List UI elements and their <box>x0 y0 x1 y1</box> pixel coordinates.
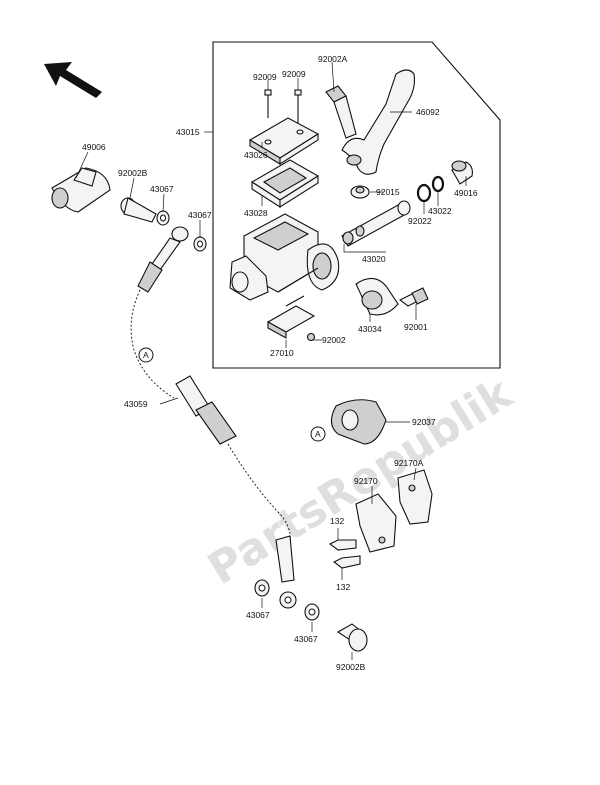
sight-glass-plate <box>266 295 316 339</box>
bolt-132-lower <box>332 555 361 569</box>
label-43034: 43034 <box>358 324 382 334</box>
label-43067-a: 43067 <box>150 184 174 194</box>
washer-43067-b <box>193 236 207 252</box>
hose-middle-fitting <box>175 375 237 445</box>
assembly-frame <box>212 41 501 369</box>
bracket-92170A <box>397 469 433 525</box>
screw-92009-left <box>264 89 272 118</box>
label-92009-left: 92009 <box>253 72 277 82</box>
bolt-132-upper <box>328 539 357 551</box>
label-43020: 43020 <box>362 254 386 264</box>
label-92037: 92037 <box>412 417 436 427</box>
label-43067-b: 43067 <box>188 210 212 220</box>
label-92022: 92022 <box>408 216 432 226</box>
label-43028: 43028 <box>244 208 268 218</box>
reservoir-cap <box>248 117 320 165</box>
hose-upper-fitting <box>137 226 189 293</box>
screw-92009-right <box>294 89 302 126</box>
label-92002A: 92002A <box>318 54 348 64</box>
label-46092: 46092 <box>416 107 440 117</box>
dust-boot <box>451 160 473 185</box>
piston-assembly <box>341 200 411 247</box>
label-43067-c: 43067 <box>246 610 270 620</box>
banjo-bolt-top <box>120 197 157 223</box>
label-43026: 43026 <box>244 150 268 160</box>
callout-a-hose: A <box>138 347 154 363</box>
direction-arrow <box>44 62 102 98</box>
label-92001: 92001 <box>404 322 428 332</box>
label-92009-right: 92009 <box>282 69 306 79</box>
label-43022: 43022 <box>428 206 452 216</box>
label-92002: 92002 <box>322 335 346 345</box>
label-49006: 49006 <box>82 142 106 152</box>
hose-lower-fitting <box>275 535 297 609</box>
label-92015: 92015 <box>376 187 400 197</box>
callout-a-guide: A <box>310 426 326 442</box>
label-92170: 92170 <box>354 476 378 486</box>
label-43067-d: 43067 <box>294 634 318 644</box>
bracket-92170 <box>355 493 397 553</box>
master-cylinder-body <box>229 213 340 301</box>
lever-nut <box>350 185 370 199</box>
label-27010: 27010 <box>270 348 294 358</box>
brake-hose <box>130 289 175 399</box>
label-43015: 43015 <box>176 127 200 137</box>
banjo-cover <box>51 167 111 213</box>
label-92002B-top: 92002B <box>118 168 148 178</box>
screw-92002 <box>306 332 316 342</box>
washer-43067-d <box>304 603 320 621</box>
brake-hose-lower <box>227 443 291 543</box>
banjo-bolt-bottom <box>336 623 368 652</box>
circlip-92022 <box>416 183 432 203</box>
label-132-lower: 132 <box>336 582 350 592</box>
svg-text:A: A <box>143 350 149 360</box>
washer-43067-a <box>156 210 170 226</box>
bolt-92001 <box>398 287 429 307</box>
clamp-holder <box>355 277 399 316</box>
svg-text:A: A <box>315 429 321 439</box>
washer-43067-c <box>254 579 270 597</box>
leader-lines <box>75 61 467 660</box>
hose-guide <box>330 399 387 445</box>
washer-43022 <box>431 175 445 193</box>
label-132-upper: 132 <box>330 516 344 526</box>
label-49016: 49016 <box>454 188 478 198</box>
diaphragm <box>250 159 320 209</box>
brake-lever <box>341 69 416 175</box>
label-43059: 43059 <box>124 399 148 409</box>
label-92170A: 92170A <box>394 458 424 468</box>
label-92002B-bottom: 92002B <box>336 662 366 672</box>
pivot-bolt <box>325 85 357 139</box>
